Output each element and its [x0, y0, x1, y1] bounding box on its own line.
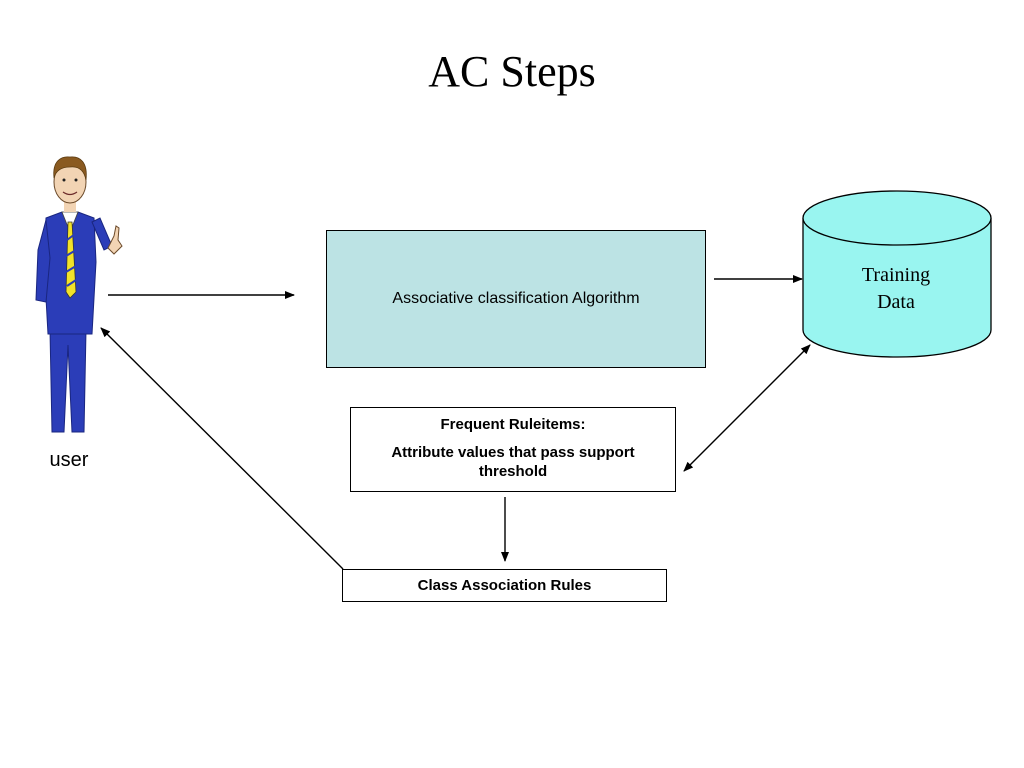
algorithm-box-label: Associative classification Algorithm — [392, 290, 640, 307]
training-data-line1: Training — [861, 264, 931, 286]
class-association-rules-label: Class Association Rules — [417, 577, 592, 594]
page-title: AC Steps — [428, 47, 596, 96]
user-label: user — [49, 449, 89, 471]
frequent-ruleitems-box: Frequent Ruleitems: Attribute values tha… — [350, 407, 676, 492]
class-association-rules-box: Class Association Rules — [342, 569, 667, 602]
frequent-ruleitems-heading: Frequent Ruleitems: — [440, 416, 586, 433]
training-data-line2: Data — [877, 291, 915, 313]
arrow-class-rules-to-user — [100, 327, 344, 570]
training-data-label: Training Data — [826, 262, 966, 316]
arrow-training-data-frequent-ruleitems — [683, 344, 811, 472]
algorithm-box: Associative classification Algorithm — [326, 230, 706, 368]
training-data-cylinder — [802, 190, 992, 358]
user-figure-icon — [35, 156, 123, 433]
frequent-ruleitems-description: Attribute values that pass support thres… — [391, 444, 635, 480]
